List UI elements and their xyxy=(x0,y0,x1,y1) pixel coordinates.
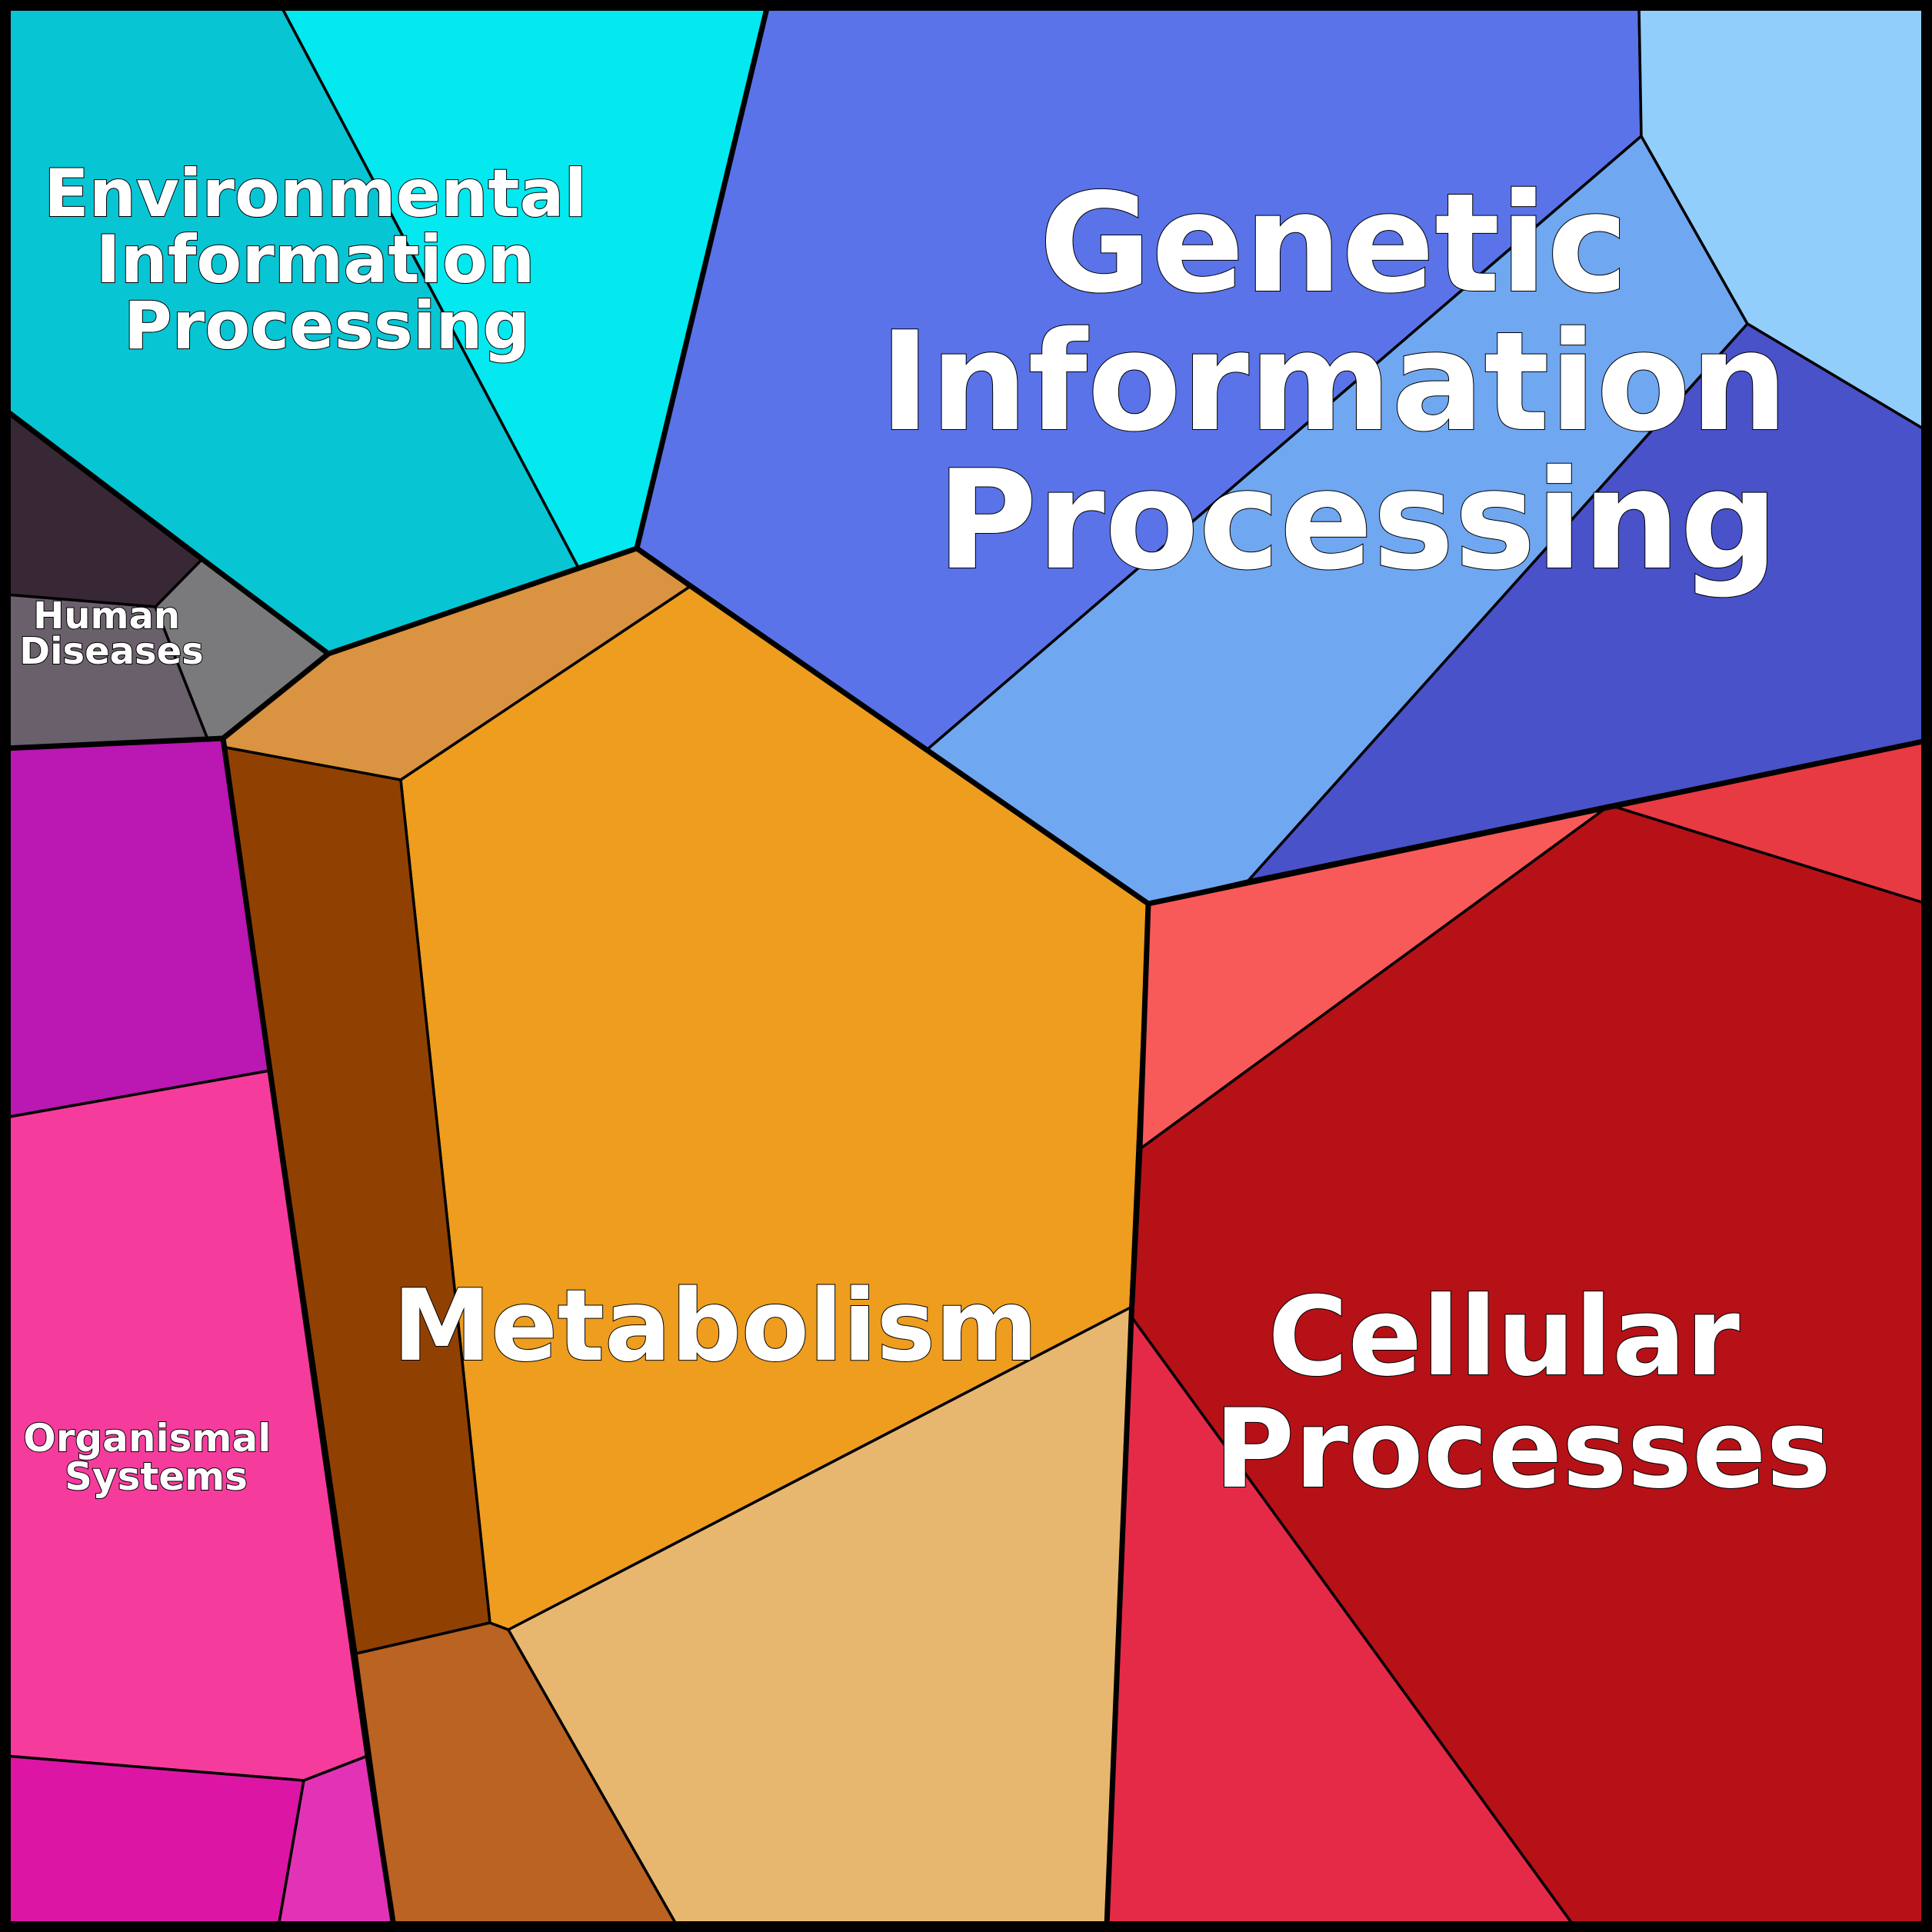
boundary-metabolism-cellular xyxy=(1104,901,1151,1930)
organismal-label: Organismal Systems xyxy=(23,1416,285,1499)
cellular-label: Cellular Processes xyxy=(1214,1274,1831,1513)
environmental-label: Environmental Information Processing xyxy=(44,155,610,365)
boundary-human-diseases-organismal xyxy=(2,651,331,751)
metabolism-label: Metabolism xyxy=(393,1269,1038,1384)
boundary-metabolism-organismal xyxy=(220,735,397,1930)
organismal-cell-magenta xyxy=(4,1754,305,1928)
genetic-label: Genetic Information Processing xyxy=(879,164,1835,600)
boundary-genetic-metabolism xyxy=(634,545,1930,907)
boundary-environmental-human-diseases xyxy=(2,407,331,657)
human-diseases-label: Human Diseases xyxy=(19,595,204,673)
